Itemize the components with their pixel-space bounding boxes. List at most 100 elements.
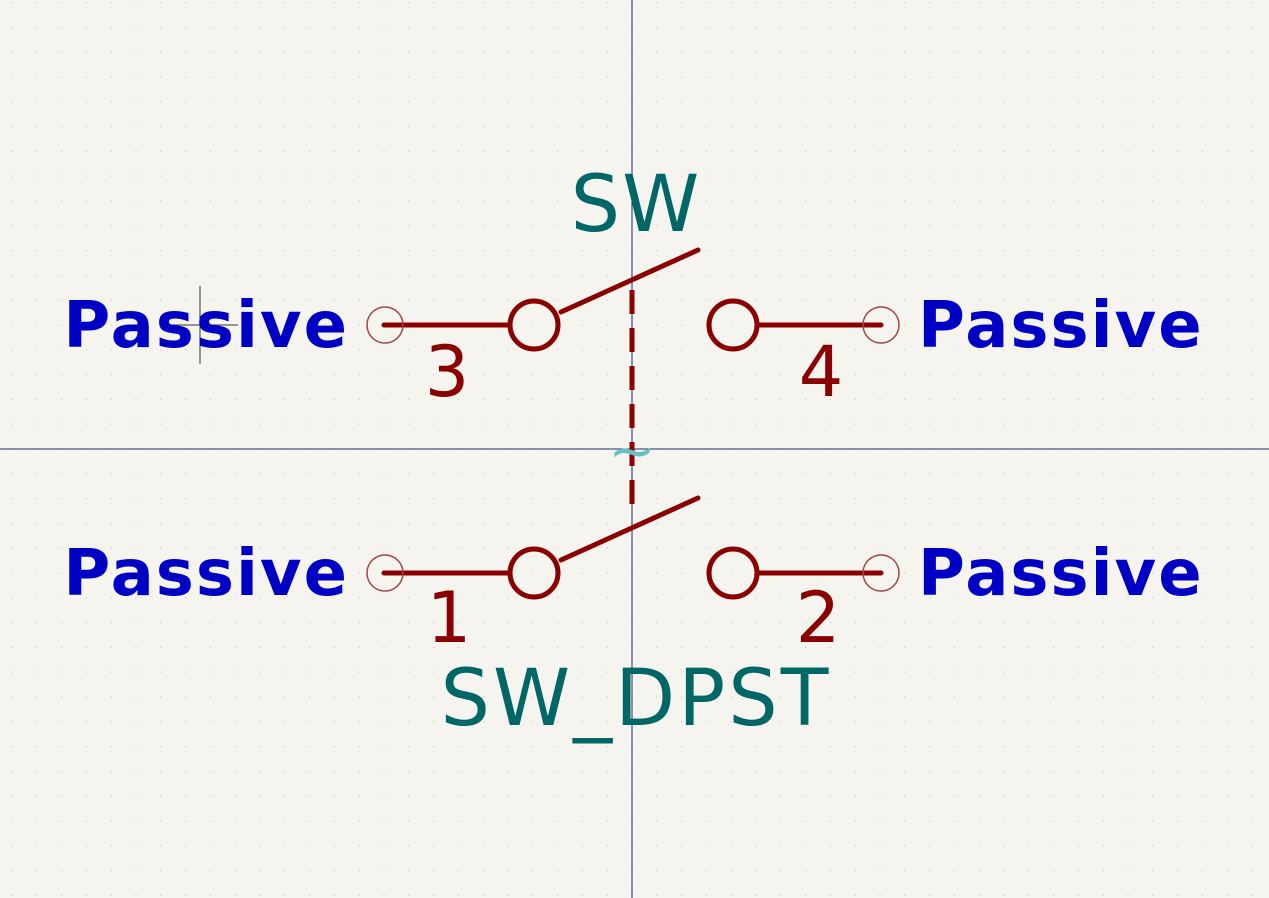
grid-dot bbox=[1152, 522, 1154, 524]
grid-dot bbox=[953, 101, 955, 103]
pin-3-endpoint[interactable] bbox=[366, 306, 404, 344]
grid-dot bbox=[730, 870, 732, 872]
grid-dot bbox=[408, 820, 410, 822]
grid-dot bbox=[259, 175, 261, 177]
grid-dot bbox=[1077, 324, 1079, 326]
grid-dot bbox=[606, 398, 608, 400]
grid-dot bbox=[953, 175, 955, 177]
grid-dot bbox=[11, 721, 13, 723]
grid-dot bbox=[606, 225, 608, 227]
grid-dot bbox=[854, 721, 856, 723]
grid-dot bbox=[829, 870, 831, 872]
grid-dot bbox=[1053, 795, 1055, 797]
grid-dot bbox=[11, 398, 13, 400]
pin-number-4: 4 bbox=[799, 331, 844, 413]
grid-dot bbox=[333, 51, 335, 53]
grid-dot bbox=[805, 770, 807, 772]
pin-4-endpoint[interactable] bbox=[862, 306, 900, 344]
grid-dot bbox=[333, 374, 335, 376]
grid-dot bbox=[780, 51, 782, 53]
grid-dot bbox=[557, 250, 559, 252]
grid-dot bbox=[953, 473, 955, 475]
grid-dot bbox=[61, 126, 63, 128]
grid-dot bbox=[234, 51, 236, 53]
pin-1-endpoint[interactable] bbox=[366, 554, 404, 592]
switch-section-top[interactable] bbox=[381, 247, 884, 352]
grid-dot bbox=[953, 795, 955, 797]
value-field[interactable]: SW_DPST bbox=[441, 654, 832, 744]
grid-dot bbox=[929, 746, 931, 748]
grid-dot bbox=[1152, 845, 1154, 847]
grid-dot bbox=[209, 225, 211, 227]
grid-dot bbox=[358, 795, 360, 797]
grid-dot bbox=[1177, 572, 1179, 574]
grid-dot bbox=[879, 175, 881, 177]
grid-dot bbox=[383, 770, 385, 772]
grid-dot bbox=[829, 547, 831, 549]
grid-dot bbox=[854, 175, 856, 177]
grid-dot bbox=[929, 398, 931, 400]
grid-dot bbox=[705, 770, 707, 772]
reference-field[interactable]: SW bbox=[571, 160, 702, 250]
grid-dot bbox=[259, 398, 261, 400]
grid-dot bbox=[929, 225, 931, 227]
grid-dot bbox=[557, 200, 559, 202]
grid-dot bbox=[110, 820, 112, 822]
grid-dot bbox=[457, 646, 459, 648]
grid-dot bbox=[1028, 894, 1030, 896]
grid-dot bbox=[85, 721, 87, 723]
grid-dot bbox=[1251, 746, 1253, 748]
grid-dot bbox=[160, 547, 162, 549]
grid-dot bbox=[1102, 274, 1104, 276]
grid-dot bbox=[209, 250, 211, 252]
grid-dot bbox=[333, 398, 335, 400]
pin-type-label-1: Passive bbox=[63, 537, 349, 611]
grid-dot bbox=[755, 126, 757, 128]
grid-dot bbox=[284, 820, 286, 822]
grid-dot bbox=[383, 51, 385, 53]
grid-dot bbox=[606, 646, 608, 648]
grid-dot bbox=[110, 26, 112, 28]
grid-dot bbox=[1003, 423, 1005, 425]
grid-dot bbox=[1028, 646, 1030, 648]
grid-dot bbox=[1201, 498, 1203, 500]
grid-dot bbox=[1251, 200, 1253, 202]
grid-dot bbox=[309, 622, 311, 624]
grid-dot bbox=[805, 126, 807, 128]
grid-dot bbox=[234, 175, 236, 177]
grid-dot bbox=[532, 870, 534, 872]
grid-dot bbox=[829, 51, 831, 53]
grid-dot bbox=[507, 696, 509, 698]
grid-dot bbox=[61, 101, 63, 103]
grid-dot bbox=[681, 721, 683, 723]
grid-dot bbox=[507, 2, 509, 4]
grid-dot bbox=[1152, 126, 1154, 128]
grid-dot bbox=[1003, 374, 1005, 376]
grid-dot bbox=[11, 622, 13, 624]
grid-dot bbox=[656, 646, 658, 648]
grid-dot bbox=[61, 770, 63, 772]
grid-dot bbox=[457, 845, 459, 847]
grid-dot bbox=[433, 671, 435, 673]
grid-dot bbox=[1028, 175, 1030, 177]
grid-dot bbox=[1127, 101, 1129, 103]
grid-dot bbox=[1152, 671, 1154, 673]
grid-dot bbox=[209, 299, 211, 301]
grid-dot bbox=[780, 423, 782, 425]
grid-dot bbox=[11, 498, 13, 500]
grid-dot bbox=[383, 274, 385, 276]
grid-dot bbox=[358, 770, 360, 772]
grid-dot bbox=[805, 696, 807, 698]
switch-section-bottom[interactable] bbox=[381, 495, 884, 600]
grid-dot bbox=[606, 175, 608, 177]
grid-dot bbox=[1077, 423, 1079, 425]
grid-dot bbox=[1226, 51, 1228, 53]
grid-dot bbox=[705, 870, 707, 872]
grid-dot bbox=[1201, 547, 1203, 549]
grid-dot bbox=[259, 76, 261, 78]
grid-dot bbox=[1102, 473, 1104, 475]
grid-dot bbox=[234, 423, 236, 425]
grid-dot bbox=[482, 76, 484, 78]
pin-2-endpoint[interactable] bbox=[862, 554, 900, 592]
